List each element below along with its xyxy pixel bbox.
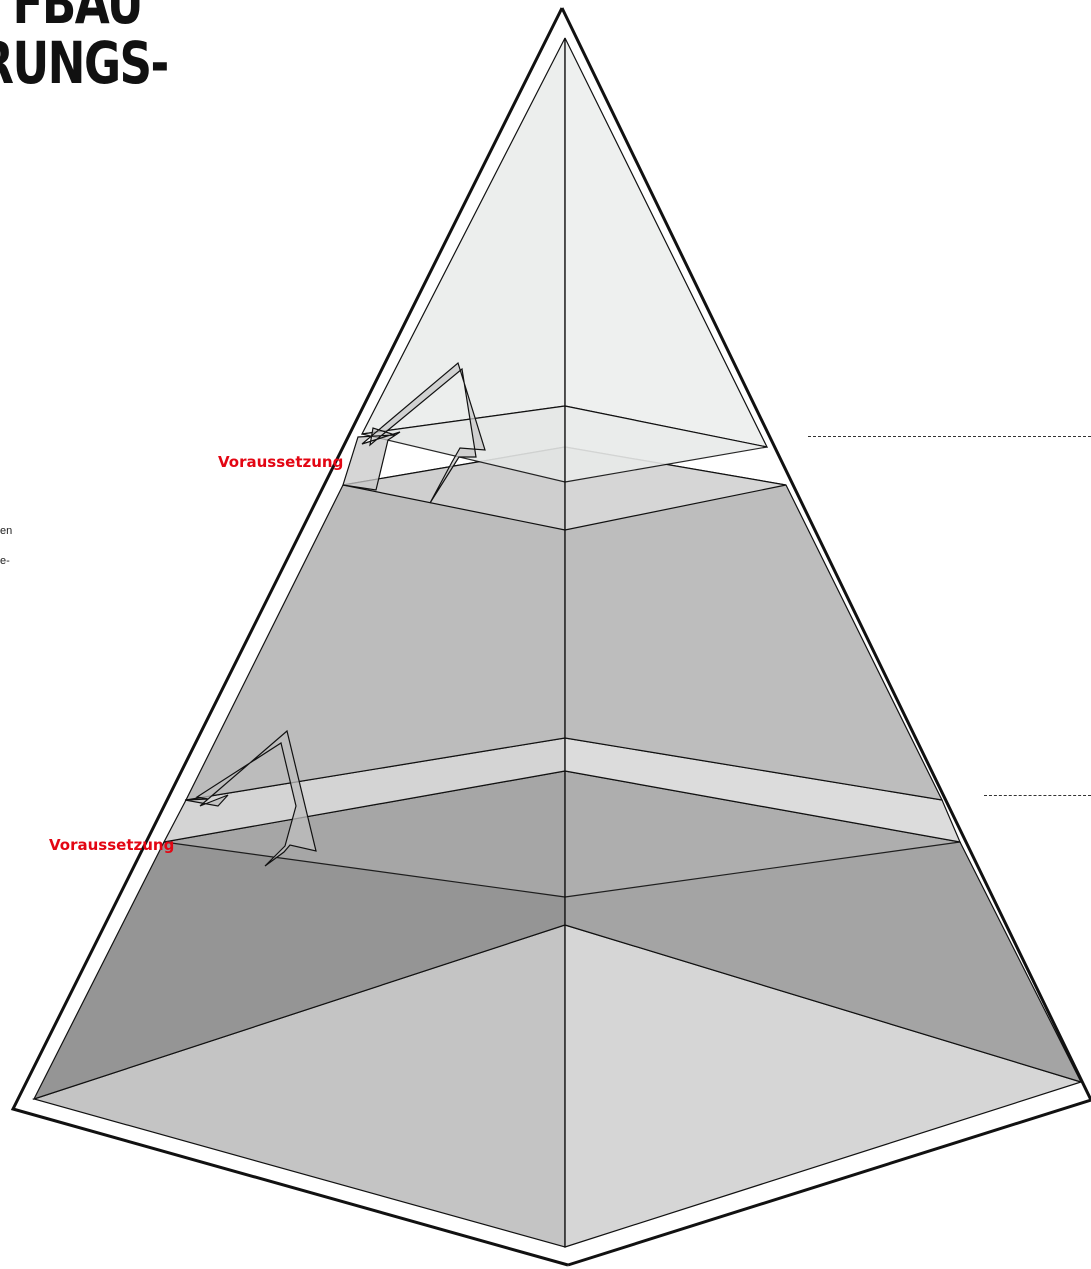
top-layer-left-face: [360, 37, 566, 435]
lower-prerequisite-arrow: [184, 729, 317, 867]
pyramid-outline-right: [560, 7, 1091, 1267]
upper-layer-leader-line: [808, 436, 1091, 437]
side-text-fragment-2: e-: [0, 555, 10, 567]
upper-prerequisite-arrow: [342, 361, 486, 504]
side-text-fragment-1: en: [0, 525, 13, 537]
title-line-1: FBAU: [12, 0, 143, 37]
upper-prerequisite-label: Voraussetzung: [218, 453, 344, 471]
title-line-2: RUNGS-: [0, 29, 170, 97]
top-layer-right-face: [564, 37, 769, 448]
middle-layer-leader-line: [984, 795, 1091, 796]
lower-prerequisite-label: Voraussetzung: [49, 836, 175, 854]
pyramid-outline-left: [10, 7, 569, 1267]
